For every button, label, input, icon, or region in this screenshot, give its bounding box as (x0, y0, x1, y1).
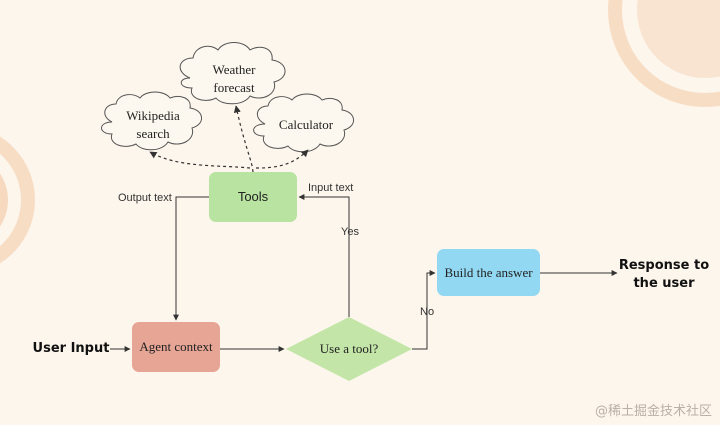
agent-context-node (132, 322, 220, 372)
cloud-weather (179, 42, 286, 105)
cloud-wikipedia (101, 91, 202, 151)
build-answer-label: Build the answer (444, 264, 533, 280)
build-answer-node (437, 249, 540, 296)
edge-label-input-text: Input text (308, 182, 354, 194)
cloud-calculator (253, 93, 354, 153)
edge-label-output-text: Output text (118, 192, 172, 204)
user-input-label: User Input (32, 341, 110, 356)
edge-tools-weather (233, 105, 254, 173)
decorative-ring-top-right (608, 0, 720, 107)
tools-label: Tools (237, 189, 269, 205)
wikipedia-label: Wikipedia search (126, 108, 180, 141)
watermark: @稀土掘金技术社区 (594, 404, 712, 419)
edge-tools-wikipedia (149, 151, 251, 169)
response-label: Response to the user (618, 258, 710, 291)
weather-label: Weather forecast (212, 62, 256, 95)
decision-node (286, 317, 412, 381)
edge-tools-calculator (255, 149, 309, 169)
agent-context-label: Agent context (139, 339, 213, 355)
tools-node (209, 172, 297, 222)
decision-label: Use a tool? (319, 341, 379, 357)
edge-decision-tools (298, 194, 350, 317)
edge-label-yes: Yes (341, 226, 359, 238)
edge-decision-answer (412, 270, 436, 350)
edge-label-no: No (420, 306, 435, 318)
edge-tools-agent (173, 196, 209, 321)
calculator-label: Calculator (278, 117, 334, 133)
decorative-ring-left (0, 136, 35, 264)
